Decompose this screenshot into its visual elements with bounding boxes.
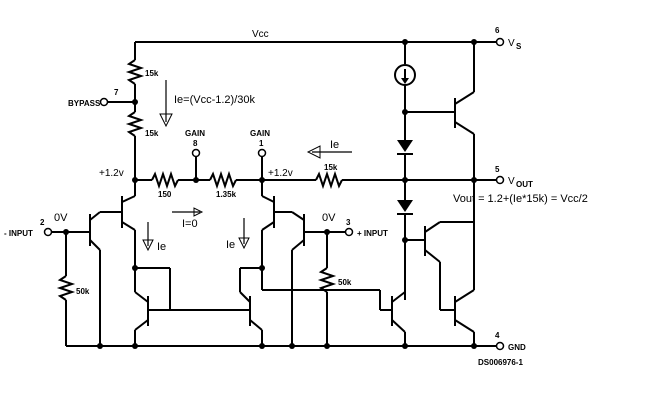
diode-top <box>397 140 413 152</box>
pos-input-label: + INPUT <box>357 229 388 238</box>
gain1-terminal[interactable] <box>257 148 267 158</box>
resistor-1-35k-label: 1.35k <box>216 190 237 199</box>
vout-label-sub: OUT <box>516 180 533 189</box>
resistor-15k-bottom-label: 15k <box>145 129 159 138</box>
ie-top-label: Ie <box>330 139 339 151</box>
q7-emitter <box>454 121 475 135</box>
junction-dot <box>324 343 330 349</box>
neg-input-pin-number: 2 <box>40 218 45 227</box>
diode-bottom <box>397 200 413 212</box>
bypass-label: BYPASS <box>68 99 101 108</box>
ie-left-label: Ie <box>157 241 166 253</box>
gain1-label: GAIN <box>250 129 270 138</box>
resistor-15k-bottom <box>125 111 145 137</box>
pos-input-pin-number: 3 <box>346 218 351 227</box>
ov-right-label: 0V <box>322 212 336 224</box>
i0-arrow-head <box>193 207 204 217</box>
vout-formula: Vout = 1.2+(Ie*15k) = Vcc/2 <box>453 193 588 205</box>
junction-dot <box>193 177 199 183</box>
ie-top-arrow-head <box>306 145 321 159</box>
q3-emitter <box>261 195 275 203</box>
gnd-label: GND <box>508 343 526 352</box>
junction-dot <box>471 343 477 349</box>
gain1-pin-number: 1 <box>259 139 264 148</box>
ie-arrow-head <box>159 113 173 128</box>
ie-mid-label: Ie <box>226 239 235 251</box>
resistor-15k-top <box>125 59 145 85</box>
resistor-150 <box>151 170 179 190</box>
q5-emitter <box>134 319 149 331</box>
q7-collector <box>454 91 475 105</box>
vs-pin-number: 6 <box>495 26 500 35</box>
ie-left-arrow-head <box>142 239 154 252</box>
v12-left-label: +1.2v <box>99 168 124 179</box>
vout-pin-number: 5 <box>495 165 500 174</box>
q9-collector <box>454 289 475 303</box>
q10-emitter <box>391 319 406 333</box>
gnd-pin-number: 4 <box>495 331 500 340</box>
junction-dot <box>289 343 295 349</box>
junction-dot <box>402 343 408 349</box>
vs-label-sub: S <box>516 42 522 51</box>
resistor-50k-left-label: 50k <box>76 287 90 296</box>
resistor-15k-feedback-label: 15k <box>324 163 338 172</box>
pos-input-terminal[interactable] <box>344 227 354 237</box>
document-id: DS006976-1 <box>478 358 523 367</box>
q1-collector <box>121 221 136 231</box>
junction-dot <box>259 343 265 349</box>
vout-label: V <box>508 176 515 187</box>
vs-label: V <box>508 38 515 49</box>
resistor-50k-right-label: 50k <box>338 278 352 287</box>
bypass-terminal[interactable] <box>99 97 109 107</box>
bypass-pin-number: 7 <box>114 88 119 97</box>
q3-collector <box>261 221 275 231</box>
q8-emitter <box>424 221 441 233</box>
resistor-15k-top-label: 15k <box>145 69 159 78</box>
q2-collector <box>89 239 101 251</box>
junction-dot <box>132 343 138 349</box>
resistor-1-35k <box>209 170 237 190</box>
vs-terminal[interactable] <box>495 37 505 47</box>
ie-mid-arrow-head <box>238 237 250 250</box>
q4-collector <box>291 239 305 251</box>
v12-right-label: +1.2v <box>268 168 293 179</box>
gain8-label: GAIN <box>185 129 205 138</box>
q1-emitter <box>121 195 136 203</box>
resistor-50k-left <box>56 275 76 301</box>
gain8-terminal[interactable] <box>191 148 201 158</box>
resistor-50k-right <box>317 267 337 293</box>
vcc-label: Vcc <box>252 29 269 40</box>
q5-collector <box>134 291 149 303</box>
junction-dot <box>97 343 103 349</box>
q9-emitter <box>454 319 475 333</box>
current-source-arrow-head <box>401 78 409 84</box>
ov-left-label: 0V <box>54 212 68 224</box>
neg-input-terminal[interactable] <box>43 227 53 237</box>
gain8-pin-number: 8 <box>193 139 198 148</box>
ie-formula: Ie=(Vcc-1.2)/30k <box>174 94 256 106</box>
i0-label: I=0 <box>182 218 198 230</box>
q4-emitter <box>291 211 305 221</box>
resistor-15k-feedback <box>315 170 343 190</box>
q6-collector <box>239 291 251 303</box>
q8-collector <box>424 249 441 263</box>
q10-collector <box>391 291 406 303</box>
gnd-terminal[interactable] <box>495 341 505 351</box>
vout-terminal[interactable] <box>495 175 505 185</box>
neg-input-label: - INPUT <box>4 229 33 238</box>
resistor-150-label: 150 <box>158 190 172 199</box>
q2-emitter <box>89 211 101 221</box>
q6-emitter <box>249 319 263 331</box>
